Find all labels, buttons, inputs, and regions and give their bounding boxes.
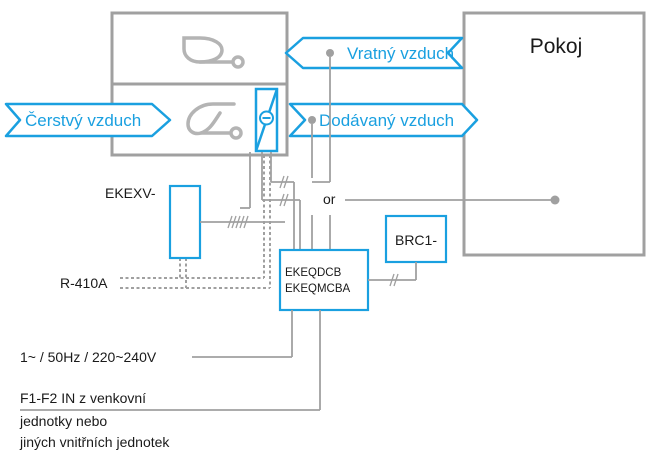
f1f2-line: [20, 310, 321, 411]
fresh-air-label: Čerstvý vzduch: [25, 111, 141, 130]
cable-hatches-3: [389, 273, 399, 287]
cable-hatches-1: [279, 175, 289, 207]
cable-hatches-2: [227, 215, 249, 229]
or-label: or: [323, 191, 336, 207]
sensor-wiring: [311, 57, 555, 250]
supply-air-label: Dodávaný vzduch: [319, 111, 454, 130]
f1f2-label-line3: jiných vnitřních jednotek: [19, 434, 170, 450]
expansion-valve-box: [168, 184, 202, 260]
remote-cable: [368, 262, 417, 281]
room-sensor-dot: [550, 195, 560, 205]
return-air-label: Vratný vzduch: [347, 44, 454, 63]
control-box-label-2: EKEQMCBA: [285, 283, 351, 295]
supply-air-arrow: Dodávaný vzduch: [288, 102, 479, 138]
return-air-arrow: Vratný vzduch: [284, 36, 464, 70]
heat-exchanger-icon: [254, 87, 279, 153]
f1f2-label-line1: F1-F2 IN z venkovní: [20, 390, 146, 406]
remote-controller-label: BRC1-: [395, 232, 437, 248]
power-line: [192, 310, 293, 358]
power-supply-label: 1~ / 50Hz / 220~240V: [20, 349, 157, 365]
expansion-valve-label: EKEXV-: [105, 185, 156, 201]
exhaust-fan-icon: [182, 36, 245, 69]
control-box: [278, 248, 370, 312]
supply-fan-icon: [186, 102, 243, 140]
room-label: Pokoj: [530, 35, 583, 58]
refrigerant-label: R-410A: [60, 275, 108, 291]
control-box-label-1: EKEQDCB: [285, 267, 342, 279]
f1f2-label-line2: jednotky nebo: [19, 413, 107, 429]
fresh-air-arrow: Čerstvý vzduch: [4, 102, 172, 138]
